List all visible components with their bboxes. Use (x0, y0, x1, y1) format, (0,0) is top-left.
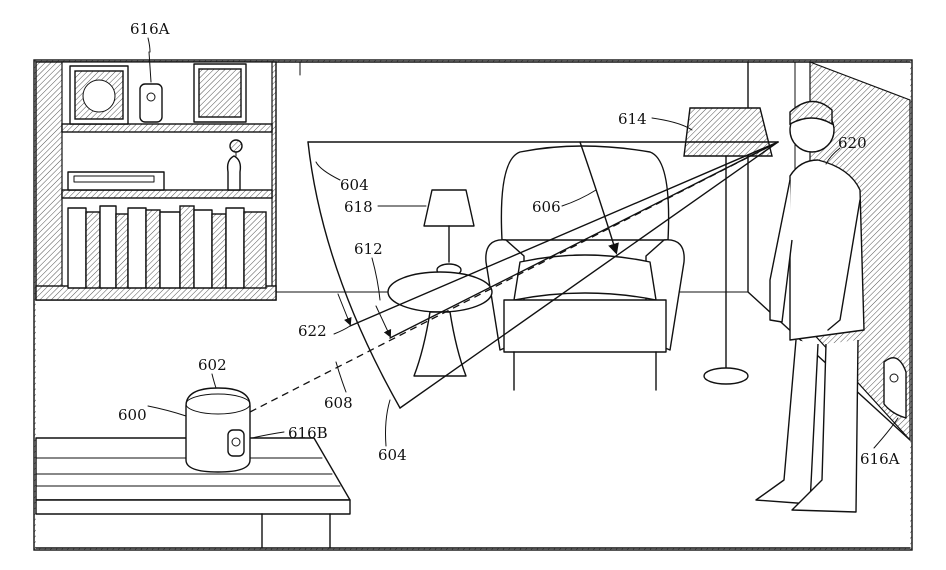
reference-labels: 616A 614 620 604 618 606 612 622 602 608… (118, 20, 900, 468)
label-612: 612 (354, 240, 383, 258)
label-618: 618 (344, 198, 373, 216)
floor-lamp (683, 107, 773, 385)
label-602: 602 (198, 356, 227, 374)
bookshelf (35, 51, 277, 301)
label-604-top: 604 (340, 176, 369, 194)
label-606: 606 (532, 198, 561, 216)
label-616b: 616B (288, 424, 328, 442)
camera-616a-wall (883, 357, 907, 419)
field-of-view (249, 141, 779, 413)
label-616a-right: 616A (860, 450, 900, 468)
leader-lines (147, 37, 899, 449)
label-604-bottom: 604 (378, 446, 407, 464)
label-608: 608 (324, 394, 353, 412)
device-600 (185, 387, 251, 473)
label-600: 600 (118, 406, 147, 424)
camera-616b (227, 429, 245, 457)
label-622: 622 (298, 322, 327, 340)
side-table (387, 189, 493, 377)
label-616a-top: 616A (130, 20, 170, 38)
label-620: 620 (838, 134, 867, 152)
label-614: 614 (618, 110, 647, 128)
camera-616a-shelf (139, 83, 163, 123)
person (755, 100, 865, 513)
